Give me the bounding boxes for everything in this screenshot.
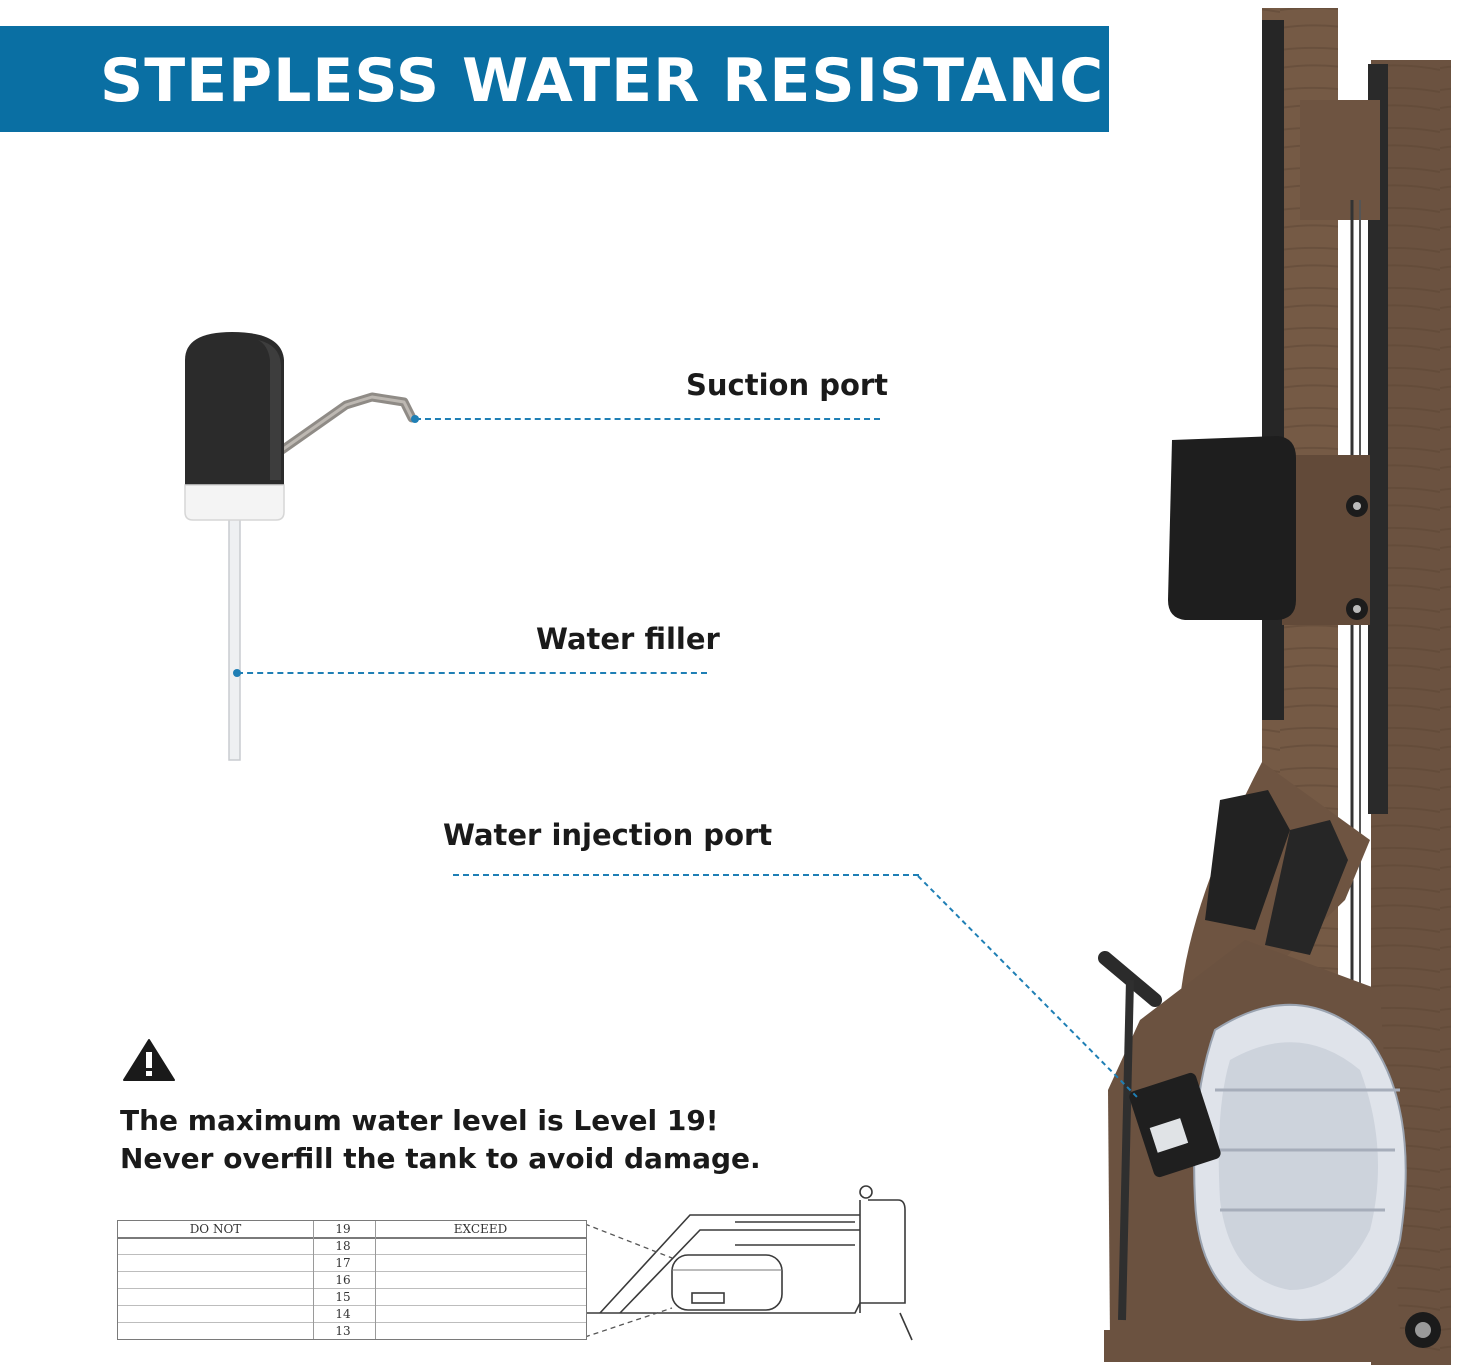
scale-level: 19 [335,1222,351,1236]
scale-level: 15 [335,1290,351,1304]
scale-divider [313,1221,314,1339]
scale-right-header: EXCEED [453,1222,508,1236]
water-injection-port-leader [453,874,919,876]
water-pump-image [184,332,417,761]
water-injection-port-label: Water injection port [443,818,773,852]
scale-row: 13 [118,1323,586,1339]
rowing-machine-image [1098,8,1451,1365]
scale-level: 16 [335,1273,351,1287]
scale-row: 15 [118,1289,586,1306]
page-title: STEPLESS WATER RESISTANCE [100,46,1147,116]
scale-level: 17 [335,1256,351,1270]
tank-side-view-image [585,1185,913,1341]
title-banner: STEPLESS WATER RESISTANCE [0,26,1145,132]
scale-row: 16 [118,1272,586,1289]
water-filler-leader [237,672,707,674]
warning-line-2: Never overfill the tank to avoid damage. [120,1142,761,1175]
warning-message: The maximum water level is Level 19! Nev… [120,1102,761,1178]
scale-level: 14 [335,1307,351,1321]
suction-port-label: Suction port [686,368,889,402]
suction-port-leader [415,418,880,420]
warning-line-1: The maximum water level is Level 19! [120,1104,719,1137]
water-filler-label: Water filler [536,622,720,656]
scale-row: 18 [118,1238,586,1255]
warning-triangle-icon [123,1039,175,1081]
scale-divider [375,1221,376,1339]
scale-level: 18 [335,1239,351,1253]
scale-header: DO NOT 19 EXCEED [118,1221,586,1239]
scale-row: 14 [118,1306,586,1323]
water-level-scale: DO NOT 19 EXCEED 18 17 16 15 14 13 [117,1220,587,1340]
injection-leader-diagonal [917,875,1139,1099]
scale-level: 13 [335,1324,351,1338]
scale-left-header: DO NOT [189,1222,242,1236]
scale-row: 17 [118,1255,586,1272]
